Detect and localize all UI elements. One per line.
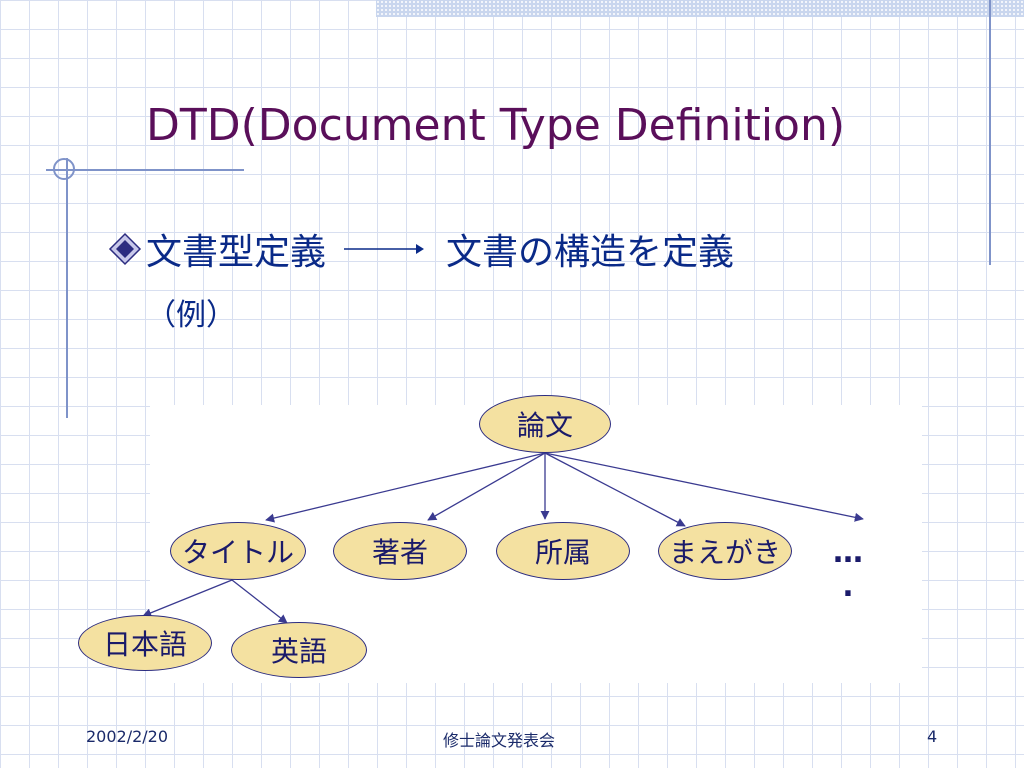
- decoration-circle: [53, 158, 75, 180]
- vertical-decoration-right: [989, 0, 991, 265]
- node-preface: まえがき: [658, 522, 792, 580]
- node-japanese: 日本語: [78, 615, 212, 671]
- edge-root-more: [544, 452, 864, 522]
- footer-page-number: 4: [927, 727, 938, 746]
- node-english: 英語: [231, 622, 367, 678]
- edge-root-title: [265, 452, 546, 523]
- header-decoration-band: [376, 0, 1024, 17]
- bullet-term: 文書型定義: [146, 232, 327, 273]
- node-title: タイトル: [170, 522, 306, 580]
- node-author: 著者: [333, 522, 467, 580]
- bullet-definition: 文書の構造を定義: [446, 232, 735, 273]
- node-affiliation: 所属: [496, 522, 630, 580]
- edge-title-japanese: [142, 579, 233, 618]
- vertical-decoration-left: [66, 158, 68, 418]
- bullet-row: 文書型定義 文書の構造を定義: [108, 224, 734, 274]
- footer-date: 2002/2/20: [86, 727, 169, 746]
- edge-title-english: [231, 579, 288, 624]
- node-continuation: … .: [833, 535, 863, 604]
- slide-title: DTD(Document Type Definition): [146, 100, 846, 151]
- right-arrow-icon: [344, 244, 425, 254]
- footer-event: 修士論文発表会: [443, 731, 556, 750]
- diamond-bullet-icon: [108, 232, 142, 266]
- edge-root-preface: [544, 452, 686, 527]
- node-root: 論文: [479, 395, 611, 453]
- edge-root-author: [427, 452, 546, 521]
- horizontal-decoration-line: [46, 169, 244, 171]
- example-label: （例）: [146, 298, 236, 333]
